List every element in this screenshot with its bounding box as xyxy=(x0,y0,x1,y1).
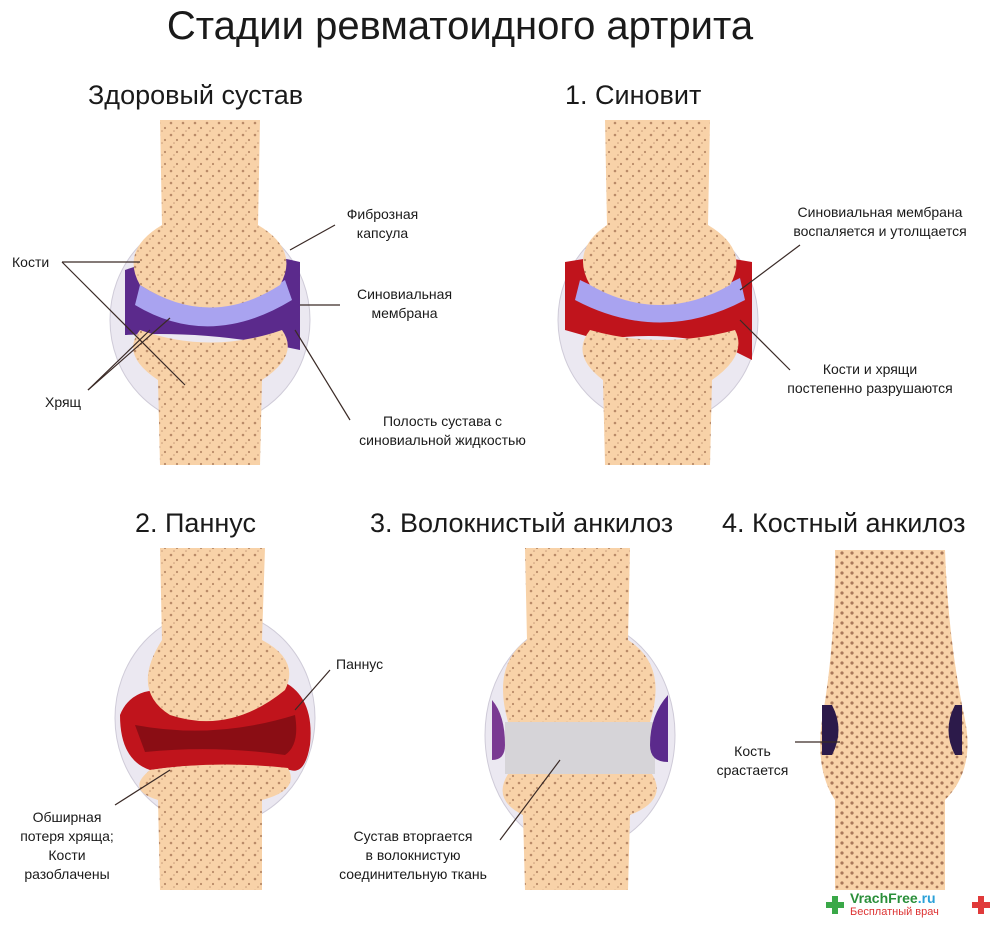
label-joint-cavity-line-2: синовиальной жидкостью xyxy=(359,432,526,448)
label-cartilage-loss-line-1: Обширная xyxy=(32,809,102,825)
healthy-joint xyxy=(109,120,311,465)
label-fibrous-tissue-line-3: соединительную ткань xyxy=(339,866,487,882)
label-bone-fuses-line-1: Кость xyxy=(734,743,771,759)
label-pannus: Паннус xyxy=(336,656,384,672)
label-membrane-inflamed: Синовиальная мембрана воспаляется и утол… xyxy=(770,203,990,241)
label-fibrous-tissue-line-1: Сустав вторгается xyxy=(353,828,473,844)
upper-bone xyxy=(133,120,287,308)
label-bones-destroyed-line-2: постепенно разрушаются xyxy=(787,380,953,396)
cartilage-layer xyxy=(135,280,292,327)
heading-synovitis: 1. Синовит xyxy=(565,80,702,110)
label-fibrous-tissue-line-2: в волокнистую xyxy=(365,847,461,863)
label-bone-fuses-line-2: срастается xyxy=(716,762,789,778)
fibrous-ankylosis-joint xyxy=(484,548,676,890)
label-fibrous-capsule: Фиброзная капсула xyxy=(335,205,430,243)
lower-bone xyxy=(133,330,288,465)
watermark-brand-name: VrachFree xyxy=(850,890,918,906)
heading-fibrous-ankylosis: 3. Волокнистый анкилоз xyxy=(370,508,674,538)
bony-ankylosis-joint xyxy=(820,550,968,890)
vrachfree-watermark: VrachFree.ru Бесплатный врач xyxy=(822,890,992,920)
watermark-tagline: Бесплатный врач xyxy=(850,906,939,918)
label-bones: Кости xyxy=(12,254,50,270)
label-cartilage: Хрящ xyxy=(45,394,82,410)
heading-pannus: 2. Паннус xyxy=(135,508,256,538)
green-cross-icon xyxy=(826,896,844,914)
label-fibrous-tissue: Сустав вторгается в волокнистую соединит… xyxy=(318,827,508,884)
red-cross-icon xyxy=(972,896,990,914)
pannus-joint xyxy=(114,548,316,890)
label-bones-destroyed: Кости и хрящи постепенно разрушаются xyxy=(765,360,975,398)
label-joint-cavity-line-1: Полость сустава с xyxy=(382,413,503,429)
label-bones-destroyed-line-1: Кости и хрящи xyxy=(822,361,918,377)
label-synovial-membrane: Синовиальная мембрана xyxy=(342,285,467,323)
watermark-brand: VrachFree.ru xyxy=(850,890,936,906)
label-synovial-membrane-line-1: Синовиальная xyxy=(356,286,453,302)
label-cartilage-loss-line-3: Кости xyxy=(48,847,86,863)
heading-healthy: Здоровый сустав xyxy=(88,80,304,110)
heading-bony-ankylosis: 4. Костный анкилоз xyxy=(722,508,966,538)
label-cartilage-loss: Обширная потеря хряща; Кости разоблачены xyxy=(8,808,126,884)
label-synovial-membrane-line-2: мембрана xyxy=(371,305,438,321)
label-fibrous-capsule-line-1: Фиброзная xyxy=(346,206,419,222)
label-cartilage-loss-line-4: разоблачены xyxy=(24,866,110,882)
label-bone-fuses: Кость срастается xyxy=(705,742,800,780)
page-title: Стадии ревматоидного артрита xyxy=(166,4,754,48)
watermark-brand-tld: .ru xyxy=(917,890,936,906)
label-membrane-inflamed-line-2: воспаляется и утолщается xyxy=(793,223,967,239)
label-cartilage-loss-line-2: потеря хряща; xyxy=(20,828,114,844)
label-membrane-inflamed-line-1: Синовиальная мембрана xyxy=(797,204,963,220)
fibrous-tissue xyxy=(505,722,655,774)
leader-lines xyxy=(61,224,840,841)
label-joint-cavity: Полость сустава с синовиальной жидкостью xyxy=(330,412,555,450)
label-fibrous-capsule-line-2: капсула xyxy=(356,225,409,241)
synovitis-joint xyxy=(557,120,759,465)
